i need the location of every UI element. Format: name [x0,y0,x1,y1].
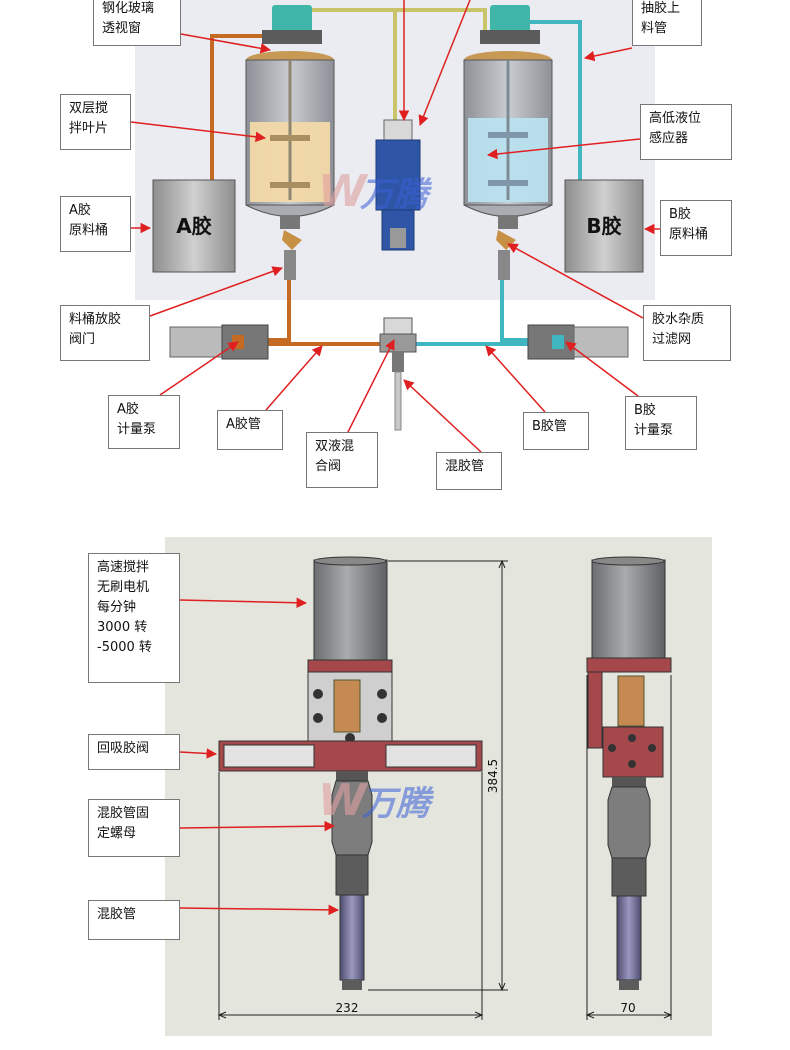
pipe-b-lower [412,280,528,346]
bucket-b [564,179,644,273]
label-b-meter-pump: B胶 计量泵 [625,396,697,450]
label-tube: 混胶管 [88,900,180,940]
bucket-a [152,179,236,273]
top-watermark-w: W [318,166,369,217]
label-a-pipe: A胶管 [217,410,283,450]
label-b-upper-pipe: 抽胶上 料管 [632,0,702,46]
label-level-sensor: 高低液位 感应器 [640,104,732,160]
label-a-bucket: A胶 原料桶 [60,196,131,252]
dimension-height: 384.5 [486,759,500,793]
tank-b [463,5,553,280]
label-glass-window: 钢化玻璃 透视窗 [93,0,181,46]
label-double-blade: 双层搅 拌叶片 [60,94,131,150]
label-mix-valve: 双液混 合阀 [306,432,378,488]
meter-pump-b [527,324,629,360]
label-suckback-valve: 回吸胶阀 [88,734,180,770]
pipe-a-lower [268,280,382,346]
bucket-b-text: B胶 [586,214,621,238]
label-mix-tube: 混胶管 [436,452,502,490]
front-view-mixer [218,556,483,990]
pipe-a-upper [210,34,274,184]
label-b-pipe: B胶管 [523,412,589,450]
central-dispenser [375,119,421,251]
bottom-callout-arrows [179,597,340,916]
label-filter-net: 胶水杂质 过滤网 [643,305,731,361]
pipe-b-upper [520,20,582,182]
label-a-meter-pump: A胶 计量泵 [108,395,180,449]
side-view-mixer [586,556,672,990]
top-watermark: 万腾 [359,175,433,215]
bucket-a-text: A胶 [176,214,211,238]
top-callout-arrows [130,0,660,453]
meter-pump-a [169,324,269,360]
bottom-watermark: 万腾 [361,784,435,824]
label-b-bucket: B胶 原料桶 [660,200,732,256]
dimension-width-front: 232 [336,1001,359,1015]
label-nut: 混胶管固 定螺母 [88,799,180,857]
dimension-lines [217,559,673,1020]
dimension-width-side: 70 [620,1001,635,1015]
mixing-valve-assembly [379,317,417,431]
label-drain-valve: 料桶放胶 阀门 [60,305,150,361]
label-motor: 高速搅拌 无刷电机 每分钟 3000 转 -5000 转 [88,553,180,683]
bottom-watermark-w: W [318,775,369,826]
